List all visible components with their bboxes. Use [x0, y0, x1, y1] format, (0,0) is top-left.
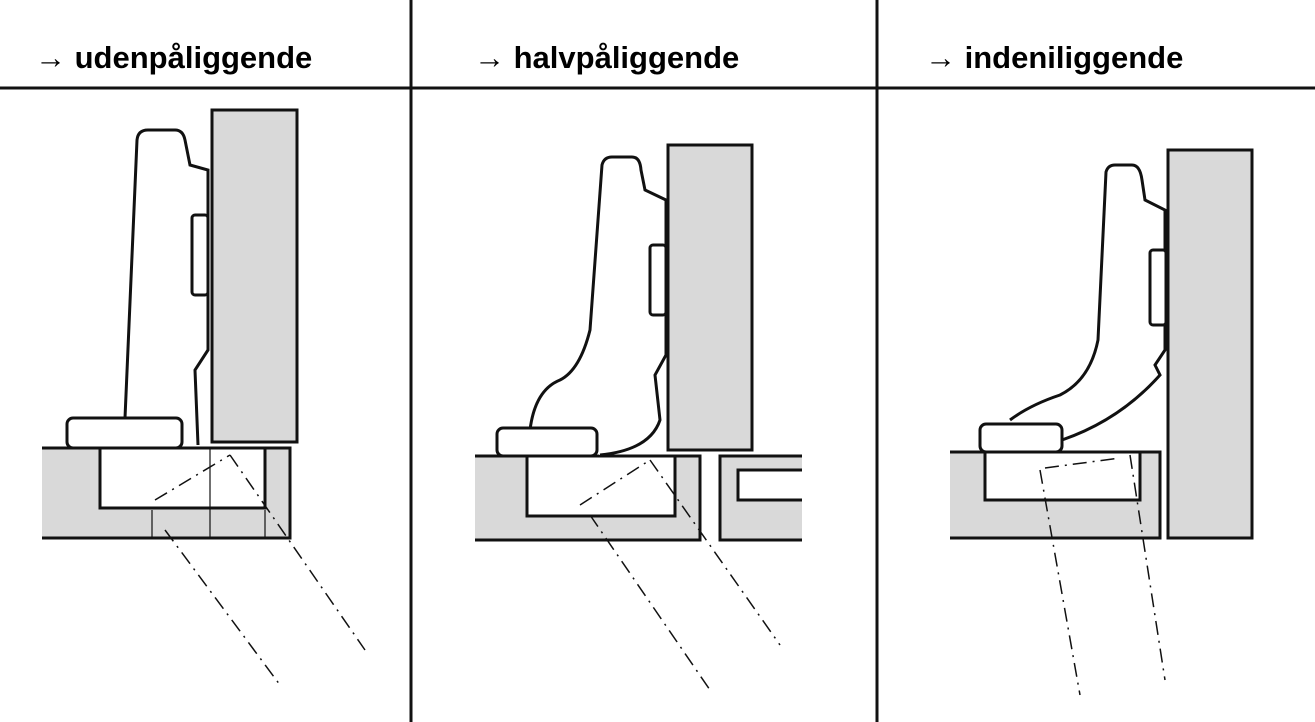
hinge-arm	[123, 128, 210, 446]
mounting-plate	[495, 426, 599, 458]
door	[1166, 148, 1254, 540]
hinge-arm	[1009, 163, 1167, 442]
panel-title-half-overlay: → halvpåliggende	[474, 40, 740, 75]
mounting-plate	[65, 416, 184, 450]
panel-inset	[950, 148, 1254, 696]
hinge-cup	[98, 446, 267, 510]
door	[666, 143, 754, 452]
panel-title-inset: → indeniliggende	[925, 40, 1184, 75]
hinge-arm	[528, 155, 668, 457]
panel-half-overlay	[475, 143, 802, 691]
panel-title-full-overlay: → udenpåliggende	[35, 40, 313, 75]
mounting-plate	[978, 422, 1064, 454]
hinge-cup	[983, 450, 1142, 502]
panel-full-overlay	[42, 108, 366, 686]
door	[210, 108, 299, 444]
